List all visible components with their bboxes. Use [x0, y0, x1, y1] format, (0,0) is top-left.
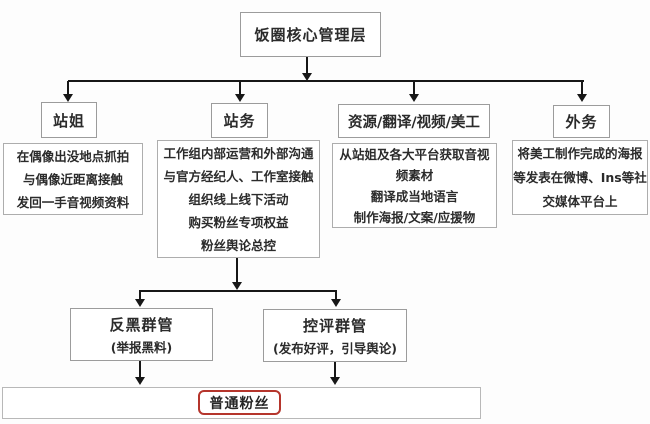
root-label: 饭圈核心管理层: [254, 26, 367, 44]
arrowhead-down: [235, 94, 245, 102]
bottom-label: 普通粉丝: [209, 395, 270, 412]
arrowhead-down: [330, 377, 340, 385]
connector-line: [139, 292, 141, 300]
branch-resources-translation-video-art: 资源/翻译/视频/美工: [338, 104, 490, 138]
arrowhead-down: [302, 73, 312, 81]
arrowhead-down: [135, 377, 145, 385]
connector-line: [334, 362, 336, 378]
desc-line: 翻译成当地语言: [370, 188, 459, 204]
root-node-core-management: 饭圈核心管理层: [240, 12, 381, 57]
connector-line: [413, 81, 415, 94]
node-anti-black-group-admin: 反黑群管 (举报黑料): [70, 308, 213, 361]
desc-line: 制作海报/文案/应援物: [353, 209, 476, 225]
connector-line: [306, 57, 308, 74]
desc-line: 交媒体平台上: [542, 193, 618, 209]
desc-line: 粉丝舆论总控: [200, 237, 276, 253]
desc-line: 组织线上线下活动: [188, 191, 289, 207]
branch-external-affairs: 外务: [553, 105, 610, 138]
branch-label: 外务: [565, 113, 598, 131]
node-ordinary-fans: 普通粉丝: [198, 390, 281, 415]
connector-line: [335, 292, 337, 300]
desc-zhanwu: 工作组内部运营和外部沟通 与官方经纪人、工作室接触 组织线上线下活动 购买粉丝专…: [157, 140, 320, 258]
desc-external-affairs: 将美工制作完成的海报 等发表在微博、Ins等社 交媒体平台上: [512, 140, 648, 215]
desc-line: 与偶像近距离接触: [22, 171, 123, 187]
arrowhead-down: [577, 94, 587, 102]
connector-line: [68, 80, 584, 82]
desc-line: 购买粉丝专项权益: [188, 214, 289, 230]
desc-line: 在偶像出没地点抓拍: [16, 148, 130, 164]
arrowhead-down: [409, 94, 419, 102]
node-label: 控评群管: [302, 316, 367, 335]
node-sublabel: (举报黑料): [110, 339, 173, 355]
desc-line: 等发表在微博、Ins等社: [513, 169, 647, 185]
node-comment-control-group-admin: 控评群管 (发布好评，引导舆论): [263, 309, 407, 362]
connector-line: [67, 81, 69, 94]
node-sublabel: (发布好评，引导舆论): [273, 340, 397, 356]
desc-line: 将美工制作完成的海报: [517, 145, 643, 161]
branch-zhanjie: 站姐: [41, 102, 97, 138]
connector-line: [139, 361, 141, 378]
desc-line: 从站姐及各大平台获取音视: [339, 146, 490, 162]
desc-line: 与官方经纪人、工作室接触: [163, 168, 314, 184]
connector-line: [236, 258, 238, 283]
branch-zhanwu: 站务: [211, 103, 268, 138]
connector-line: [581, 81, 583, 94]
desc-line: 工作组内部运营和外部沟通: [163, 145, 314, 161]
arrowhead-down: [232, 282, 242, 290]
branch-label: 资源/翻译/视频/美工: [348, 114, 480, 131]
desc-line: 频素材: [395, 167, 434, 183]
branch-label: 站姐: [52, 111, 85, 130]
branch-label: 站务: [223, 112, 256, 130]
desc-zhanjie: 在偶像出没地点抓拍 与偶像近距离接触 发回一手音视频资料: [3, 143, 143, 215]
desc-resources: 从站姐及各大平台获取音视 频素材 翻译成当地语言 制作海报/文案/应援物: [332, 143, 497, 228]
connector-line: [139, 290, 337, 292]
node-label: 反黑群管: [109, 315, 174, 334]
desc-line: 发回一手音视频资料: [16, 194, 130, 210]
arrowhead-down: [331, 299, 341, 307]
arrowhead-down: [135, 299, 145, 307]
connector-line: [239, 81, 241, 94]
arrowhead-down: [63, 94, 73, 102]
